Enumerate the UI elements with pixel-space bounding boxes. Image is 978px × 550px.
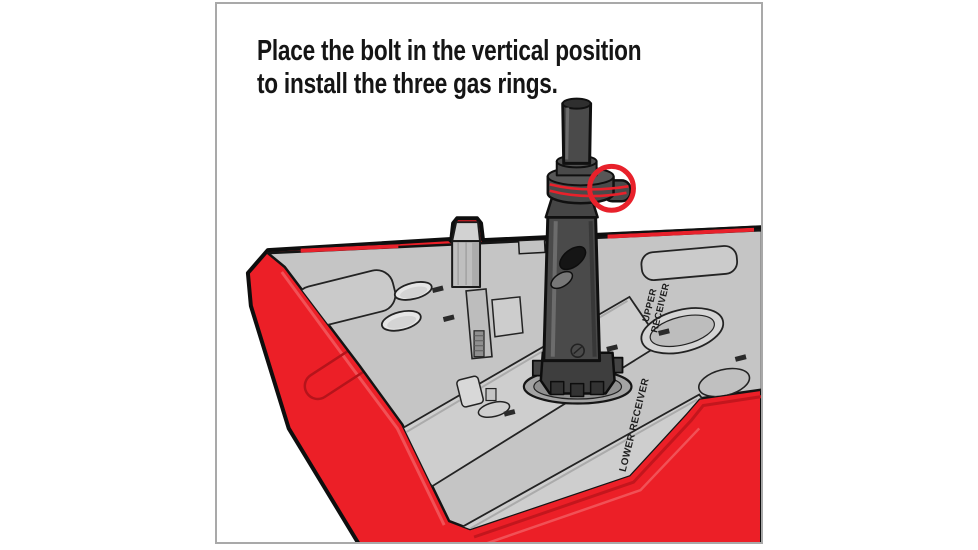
cam-pin-hole	[559, 245, 587, 271]
illustration-frame: Place the bolt in the vertical position …	[215, 2, 763, 544]
center-slot	[465, 288, 524, 360]
instruction-text: Place the bolt in the vertical position …	[257, 35, 642, 101]
back-post	[451, 221, 482, 288]
engraving-marks	[431, 285, 747, 417]
bench-block-graphic: UPPER RECEIVER LOWER RECEIVER	[245, 216, 761, 542]
bolt-stamp-mark	[570, 343, 585, 358]
pin-hole-1	[393, 281, 433, 301]
back-edge-red-strips	[298, 225, 757, 253]
pin-hole-2	[380, 309, 422, 332]
bolt-opening-highlight	[550, 270, 574, 290]
left-face-highlight	[280, 271, 446, 526]
front-wall-bevel-light	[486, 427, 701, 542]
bolt-body	[542, 215, 602, 363]
bench-block-illustration: UPPER RECEIVER LOWER RECEIVER	[245, 97, 761, 542]
bolt-tail	[561, 97, 593, 165]
right-pocket-top	[640, 245, 739, 282]
channel-tool-detail	[456, 375, 511, 419]
front-wall-bevel-dark	[473, 395, 761, 539]
bolt-lugs	[531, 351, 624, 398]
instruction-line-2: to install the three gas rings.	[257, 68, 558, 100]
bolt-graphic	[522, 97, 633, 405]
instruction-line-1: Place the bolt in the vertical position	[257, 35, 642, 67]
right-pocket-oval	[640, 307, 725, 355]
gas-rings-highlight-circle	[587, 163, 636, 213]
